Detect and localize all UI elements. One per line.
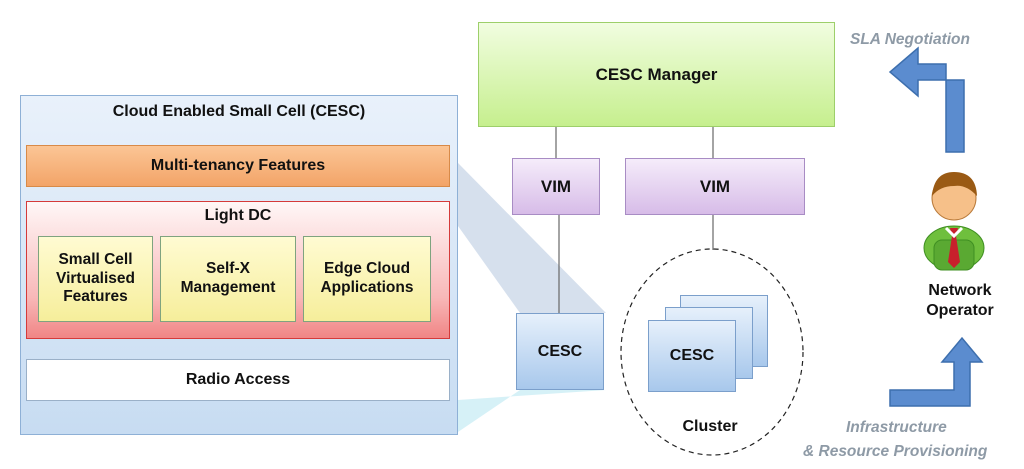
small-cell-features-box: Small Cell Virtualised Features bbox=[38, 236, 153, 322]
sla-arrow bbox=[888, 46, 965, 153]
self-x-line2: Management bbox=[180, 279, 276, 296]
cluster-cesc-front: CESC bbox=[648, 320, 736, 392]
sla-negotiation-label: SLA Negotiation bbox=[850, 31, 970, 48]
network-operator-icon bbox=[923, 172, 985, 271]
operator-line1: Network bbox=[928, 282, 992, 299]
provisioning-arrow bbox=[889, 336, 984, 407]
vim-box-1: VIM bbox=[512, 158, 600, 215]
radio-access-box: Radio Access bbox=[26, 359, 450, 401]
small-cell-line2: Virtualised bbox=[56, 269, 135, 287]
cesc-panel-title: Cloud Enabled Small Cell (CESC) bbox=[112, 103, 366, 120]
cesc-box: CESC bbox=[516, 313, 604, 390]
vim-box-2: VIM bbox=[625, 158, 805, 215]
edge-cloud-applications-box: Edge Cloud Applications bbox=[303, 236, 431, 322]
self-x-line1: Self-X bbox=[206, 260, 250, 278]
resource-provisioning-label: & Resource Provisioning bbox=[803, 443, 988, 460]
zoom-projection-upper bbox=[458, 163, 606, 313]
light-dc-title: Light DC bbox=[204, 207, 272, 224]
cluster-ellipse bbox=[620, 248, 804, 456]
infrastructure-label: Infrastructure bbox=[846, 419, 947, 436]
edge-cloud-line1: Edge Cloud bbox=[323, 260, 411, 278]
cesc-manager-box: CESC Manager bbox=[478, 22, 835, 127]
self-x-management-box: Self-X Management bbox=[160, 236, 296, 322]
operator-line2: Operator bbox=[926, 302, 994, 319]
network-operator-label: Network Operator bbox=[905, 277, 1015, 325]
zoom-projection-lower bbox=[458, 390, 606, 432]
small-cell-line1: Small Cell bbox=[58, 251, 133, 269]
cluster-label: Cluster bbox=[682, 418, 738, 435]
small-cell-line3: Features bbox=[63, 288, 128, 306]
multi-tenancy-box: Multi-tenancy Features bbox=[26, 145, 450, 187]
edge-cloud-line2: Applications bbox=[320, 279, 414, 296]
